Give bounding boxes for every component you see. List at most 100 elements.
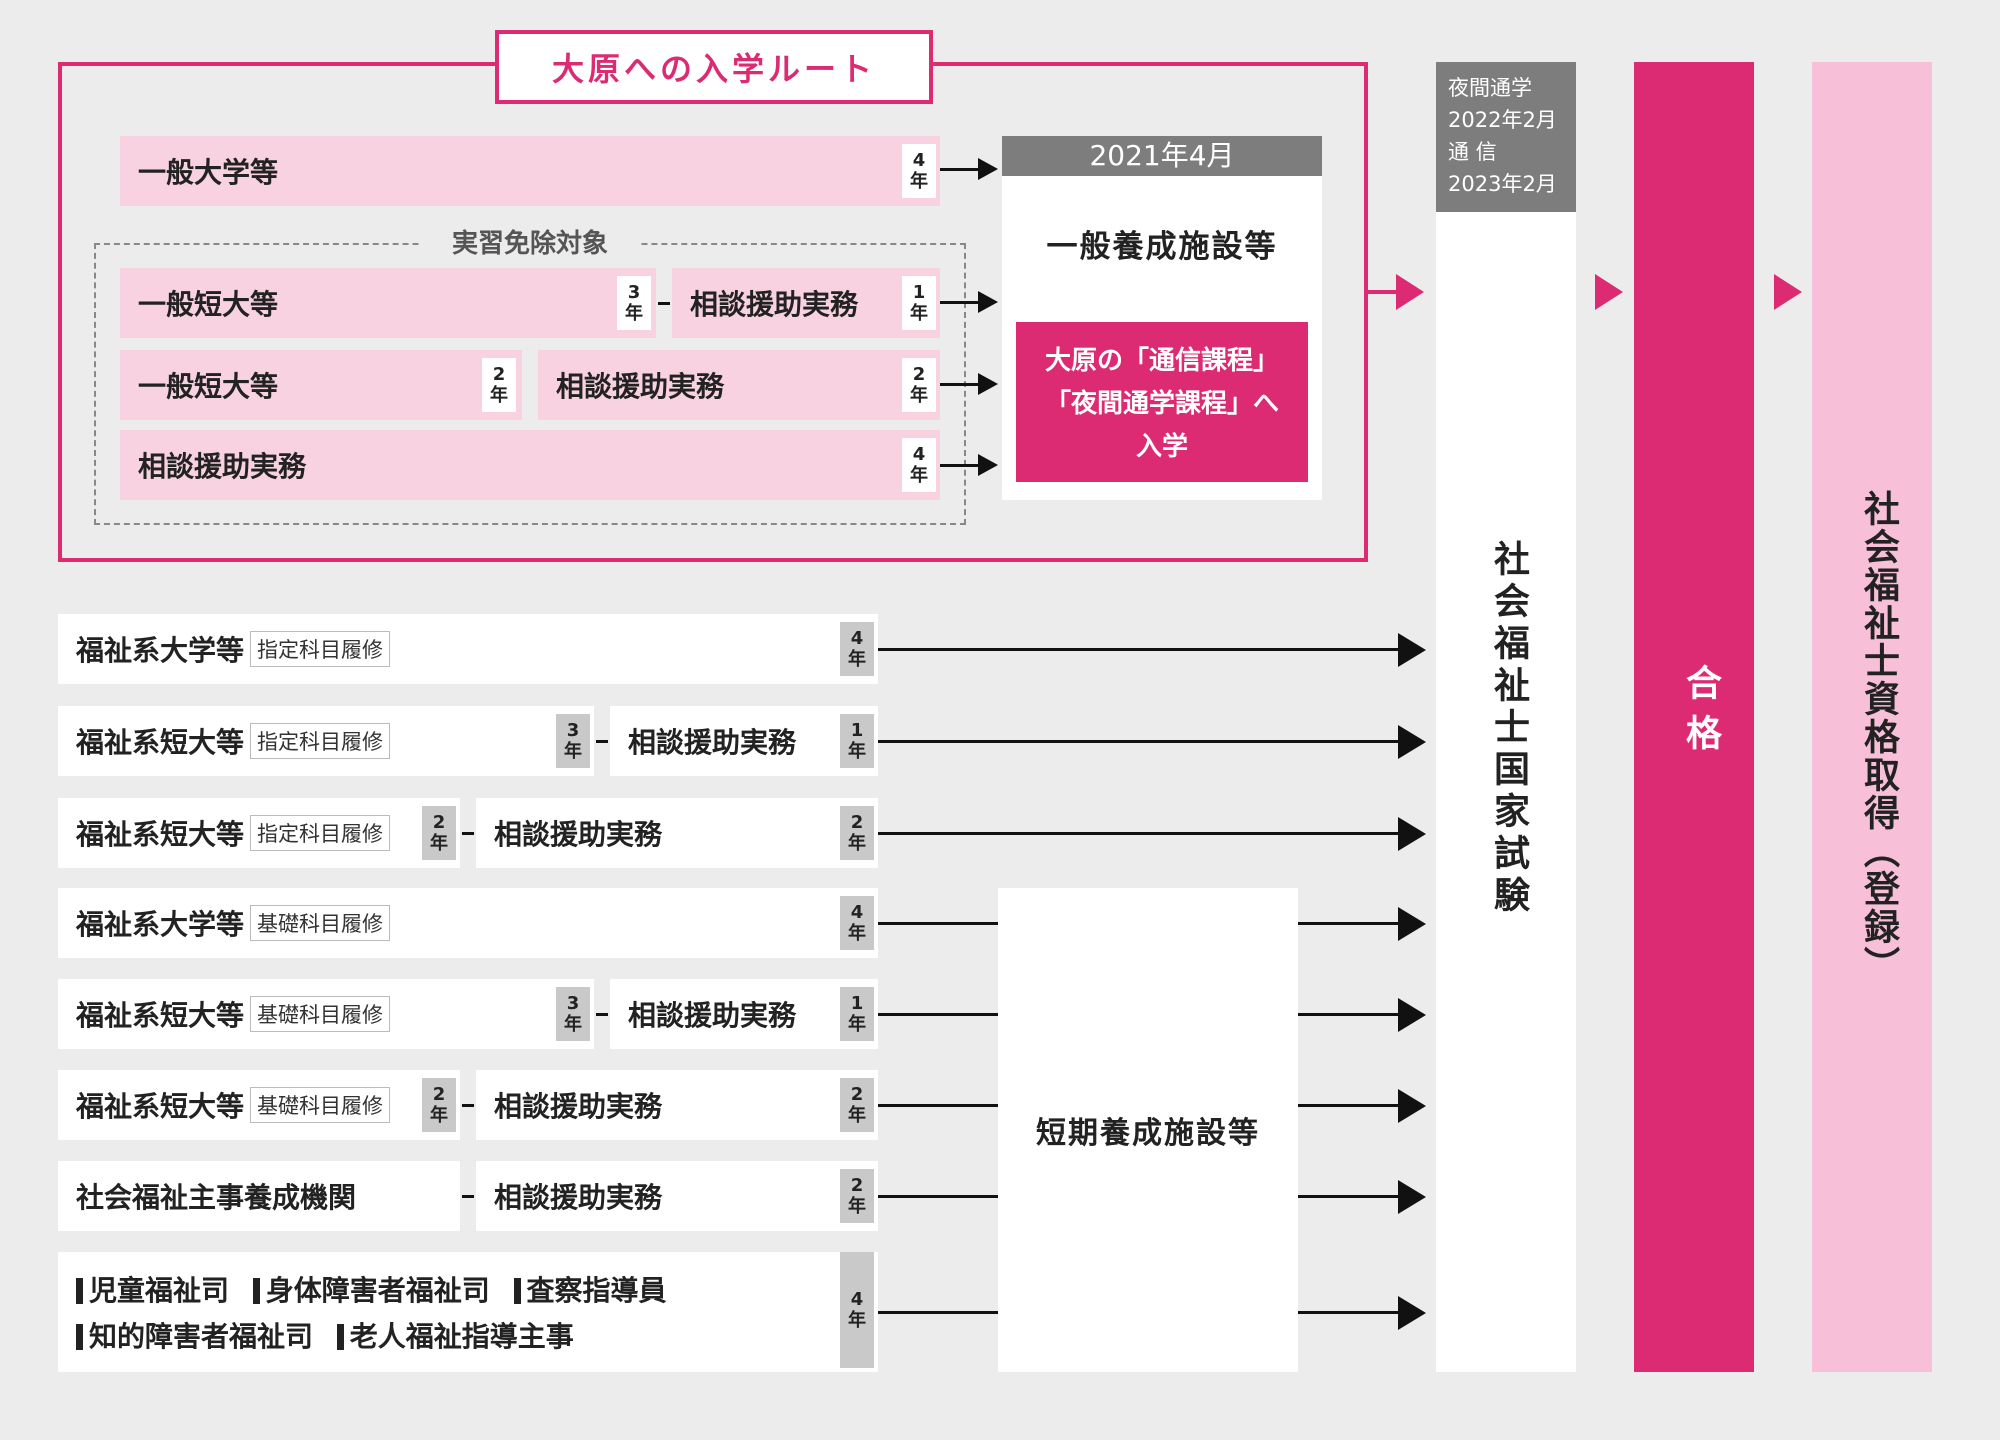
bullet-bar-icon — [76, 1278, 83, 1304]
years-4: 4 年 — [840, 1252, 874, 1368]
exam-date-line: 通 信 — [1448, 140, 1497, 164]
arrow-line — [1298, 1013, 1398, 1016]
result-column — [1812, 62, 1932, 1372]
years-2: 2 年 — [422, 1078, 456, 1132]
welfare-university-box: 福祉系大学等基礎科目履修 — [58, 888, 878, 958]
connector — [658, 302, 670, 305]
short-facility-label: 短期養成施設等 — [1036, 1116, 1260, 1151]
route-title: 大原への入学ルート — [495, 30, 933, 104]
years-2: 2 年 — [840, 1078, 874, 1132]
officer-title: 身体障害者福祉司 — [265, 1274, 490, 1307]
arrow-head — [978, 158, 998, 180]
pass-to-result-arrow — [1774, 274, 1802, 310]
years-1: 1 年 — [902, 276, 936, 330]
arrow-line — [940, 464, 978, 467]
connector — [596, 740, 608, 743]
arrow-line — [1298, 922, 1398, 925]
arrow-head — [1398, 907, 1426, 941]
welfare-junior-college-box: 福祉系短大等指定科目履修 — [58, 798, 460, 868]
exam-date-line: 2023年2月 — [1448, 172, 1557, 196]
bullet-bar-icon — [336, 1324, 344, 1350]
welfare-junior-college-box: 福祉系短大等指定科目履修 — [58, 706, 594, 776]
years-3: 3 年 — [556, 714, 590, 768]
general-facility-label: 一般養成施設等 — [1046, 229, 1278, 265]
welfare-junior-college-box: 福祉系短大等基礎科目履修 — [58, 979, 594, 1049]
general-junior-college-box: 一般短大等 — [120, 350, 522, 420]
connector — [462, 1104, 474, 1107]
arrow-head — [1398, 633, 1426, 667]
ohara-enroll-line: 「夜間通学課程」へ — [1044, 389, 1279, 419]
arrow-head — [978, 373, 998, 395]
connector — [462, 1195, 474, 1198]
consultation-practice-box: 相談援助実務 — [476, 1161, 878, 1231]
institution-name: 福祉系短大等 — [76, 1090, 245, 1123]
line-to-short-facility — [878, 922, 998, 925]
consultation-practice-box: 相談援助実務 — [120, 430, 940, 500]
welfare-university-box: 福祉系大学等指定科目履修 — [58, 614, 878, 684]
years-2: 2 年 — [902, 358, 936, 412]
bullet-bar-icon — [252, 1278, 260, 1304]
consultation-practice-box: 相談援助実務 — [538, 350, 940, 420]
bullet-bar-icon — [76, 1324, 83, 1350]
line-to-short-facility — [878, 1013, 998, 1016]
arrow-head — [978, 454, 998, 476]
connector — [596, 1013, 608, 1016]
institution-name: 福祉系大学等 — [76, 908, 245, 941]
welfare-junior-college-box: 福祉系短大等基礎科目履修 — [58, 1070, 460, 1140]
years-4: 4 年 — [840, 896, 874, 950]
years-4: 4 年 — [840, 622, 874, 676]
officer-list-line: 児童福祉司 身体障害者福祉司 査察指導員 — [76, 1268, 878, 1314]
arrow-line — [878, 832, 1398, 835]
arrow-head — [1398, 817, 1426, 851]
welfare-officer-list-box: 児童福祉司 身体障害者福祉司 査察指導員 知的障害者福祉司 老人福祉指導主事 — [58, 1252, 878, 1372]
social-welfare-officer-institution-box: 社会福祉主事養成機関 — [58, 1161, 460, 1231]
designated-subjects-tag: 指定科目履修 — [250, 815, 391, 851]
years-2: 2 年 — [482, 358, 516, 412]
arrow-line — [878, 740, 1398, 743]
exam-date-line: 夜間通学 — [1448, 76, 1532, 100]
exam-dates-box: 夜間通学 2022年2月 通 信 2023年2月 — [1436, 62, 1576, 212]
arrow-head — [1398, 1296, 1426, 1330]
general-junior-college-box: 一般短大等 — [120, 268, 656, 338]
general-university-box: 一般大学等 — [120, 136, 940, 206]
basic-subjects-tag: 基礎科目履修 — [250, 1087, 391, 1123]
years-1: 1 年 — [840, 714, 874, 768]
exam-name: 社会福祉士国家試験 — [1488, 540, 1529, 918]
institution-name: 福祉系短大等 — [76, 999, 245, 1032]
officer-title: 児童福祉司 — [89, 1274, 230, 1307]
arrow-line — [940, 301, 978, 304]
years-1: 1 年 — [840, 987, 874, 1041]
practicum-exempt-label: 実習免除対象 — [420, 224, 640, 264]
arrow-line — [940, 383, 978, 386]
exam-date-line: 2022年2月 — [1448, 108, 1557, 132]
designated-subjects-tag: 指定科目履修 — [250, 723, 391, 759]
arrow-head — [1398, 725, 1426, 759]
institution-name: 福祉系短大等 — [76, 726, 245, 759]
line-to-short-facility — [878, 1104, 998, 1107]
arrow-line — [1298, 1104, 1398, 1107]
consultation-practice-box: 相談援助実務 — [672, 268, 940, 338]
officer-list-line: 知的障害者福祉司 老人福祉指導主事 — [76, 1314, 878, 1360]
consultation-practice-box: 相談援助実務 — [476, 1070, 878, 1140]
arrow-line — [1298, 1311, 1398, 1314]
years-3: 3 年 — [617, 276, 651, 330]
frame-arrow-head — [1396, 274, 1424, 310]
arrow-line — [940, 168, 978, 171]
officer-title: 査察指導員 — [526, 1274, 667, 1307]
pass-column — [1634, 62, 1754, 1372]
officer-title: 老人福祉指導主事 — [349, 1320, 574, 1353]
arrow-head — [1398, 1180, 1426, 1214]
years-3: 3 年 — [556, 987, 590, 1041]
date-header: 2021年4月 — [1002, 136, 1322, 176]
arrow-line — [878, 648, 1398, 651]
arrow-head — [978, 291, 998, 313]
years-2: 2 年 — [840, 1169, 874, 1223]
exam-column — [1436, 62, 1576, 1372]
years-2: 2 年 — [422, 806, 456, 860]
short-facility-box: 短期養成施設等 — [998, 888, 1298, 1372]
years-4: 4 年 — [902, 438, 936, 492]
arrow-head — [1398, 1089, 1426, 1123]
basic-subjects-tag: 基礎科目履修 — [250, 905, 391, 941]
ohara-enroll-box: 大原の「通信課程」 「夜間通学課程」へ 入学 — [1016, 322, 1308, 482]
consultation-practice-box: 相談援助実務 — [476, 798, 878, 868]
